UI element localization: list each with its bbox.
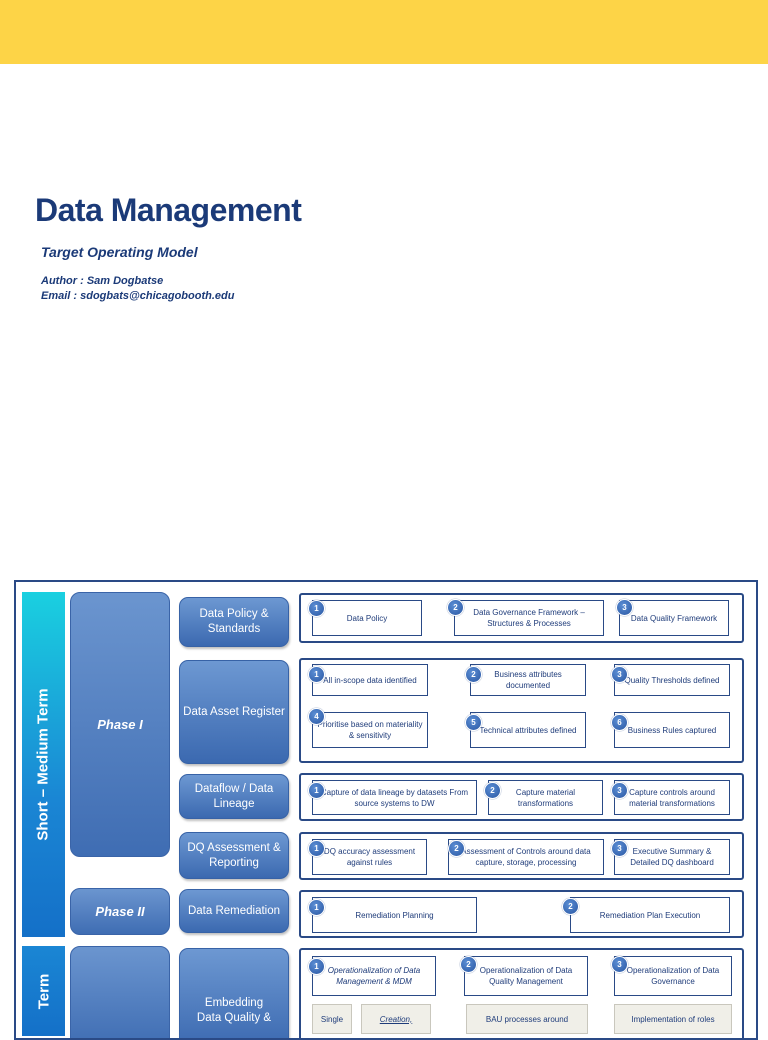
item-governance-framework: Data Governance Framework – Structures &… [454, 600, 604, 636]
item-op-data-management: Operationalization of Data Management & … [312, 956, 436, 996]
step-number-badge: 2 [460, 956, 477, 973]
row-data-policy [299, 593, 744, 643]
step-number-badge: 2 [562, 898, 579, 915]
row-data-asset-register [299, 658, 744, 763]
item-dq-framework: Data Quality Framework [619, 600, 729, 636]
item-op-data-governance: Operationalization of Data Governance [614, 956, 732, 996]
category-label: Data Asset Register [183, 705, 285, 718]
step-number-badge: 3 [611, 666, 628, 683]
step-number-badge: 2 [447, 599, 464, 616]
step-number-badge: 2 [448, 840, 465, 857]
phase-2-block: Phase II [70, 888, 170, 935]
subitem-bau-processes: BAU processes around [466, 1004, 588, 1034]
step-number-badge: 3 [611, 840, 628, 857]
item-capture-controls: Capture controls around material transfo… [614, 780, 730, 815]
item-dq-accuracy: DQ accuracy assessment against rules [312, 839, 427, 875]
phase-3-block [70, 946, 170, 1038]
category-data-remediation: Data Remediation [179, 889, 289, 933]
row-dq-assessment [299, 832, 744, 880]
term-label: Short – Medium Term [35, 688, 52, 841]
item-business-attributes: Business attributes documented [470, 664, 586, 696]
step-number-badge: 1 [308, 666, 325, 683]
item-technical-attributes: Technical attributes defined [470, 712, 586, 748]
step-number-badge: 6 [611, 714, 628, 731]
step-number-badge: 3 [611, 956, 628, 973]
item-capture-transformations: Capture material transformations [488, 780, 603, 815]
step-number-badge: 1 [308, 600, 325, 617]
step-number-badge: 1 [308, 899, 325, 916]
phase-label: Phase I [97, 717, 143, 732]
page-title: Data Management [35, 192, 302, 228]
category-dq-assessment: DQ Assessment & Reporting [179, 832, 289, 879]
category-label: Data Remediation [187, 904, 281, 917]
operating-model-diagram: Short – Medium Term Term Phase I Phase I… [14, 580, 758, 1040]
item-executive-summary: Executive Summary & Detailed DQ dashboar… [614, 839, 730, 875]
step-number-badge: 2 [465, 666, 482, 683]
top-banner [0, 0, 768, 64]
step-number-badge: 2 [484, 782, 501, 799]
step-number-badge: 5 [465, 714, 482, 731]
term-band-long: Term [22, 946, 65, 1036]
row-dataflow-lineage [299, 773, 744, 821]
category-dataflow-lineage: Dataflow / Data Lineage [179, 774, 289, 819]
term-band-short-medium: Short – Medium Term [22, 592, 65, 937]
category-label: Embedding Data Quality & [196, 997, 272, 1024]
row-data-remediation [299, 890, 744, 938]
phase-label: Phase II [95, 904, 145, 919]
item-data-policy: Data Policy [312, 600, 422, 636]
step-number-badge: 3 [611, 782, 628, 799]
item-remediation-execution: Remediation Plan Execution [570, 897, 730, 933]
item-quality-thresholds: Quality Thresholds defined [614, 664, 730, 696]
step-number-badge: 1 [308, 958, 325, 975]
subitem-implementation-roles: Implementation of roles [614, 1004, 732, 1034]
email-line: Email : sdogbats@chicagobooth.edu [41, 290, 235, 302]
item-business-rules: Business Rules captured [614, 712, 730, 748]
category-label: Dataflow / Data Lineage [194, 782, 274, 810]
subitem-creation: Creation, [361, 1004, 431, 1034]
item-op-dq-management: Operationalization of Data Quality Manag… [464, 956, 588, 996]
category-label: DQ Assessment & Reporting [187, 841, 281, 869]
page-subtitle: Target Operating Model [41, 244, 198, 260]
item-prioritise: Prioritise based on materiality & sensit… [312, 712, 428, 748]
category-data-policy: Data Policy & Standards [179, 597, 289, 647]
row-embedding-dq [299, 948, 744, 1038]
category-data-asset-register: Data Asset Register [179, 660, 289, 764]
item-remediation-planning: Remediation Planning [312, 897, 477, 933]
step-number-badge: 4 [308, 708, 325, 725]
item-capture-lineage: Capture of data lineage by datasets From… [312, 780, 477, 815]
subitem-single: Single [312, 1004, 352, 1034]
item-controls-assessment: Assessment of Controls around data captu… [448, 839, 604, 875]
phase-1-block: Phase I [70, 592, 170, 857]
category-label: Data Policy & Standards [199, 608, 269, 635]
author-line: Author : Sam Dogbatse [41, 275, 164, 287]
step-number-badge: 1 [308, 840, 325, 857]
category-embedding-dq: Embedding Data Quality & [179, 948, 289, 1038]
step-number-badge: 3 [616, 599, 633, 616]
term-label: Term [34, 973, 52, 1009]
item-inscope-data: All in-scope data identified [312, 664, 428, 696]
step-number-badge: 1 [308, 782, 325, 799]
